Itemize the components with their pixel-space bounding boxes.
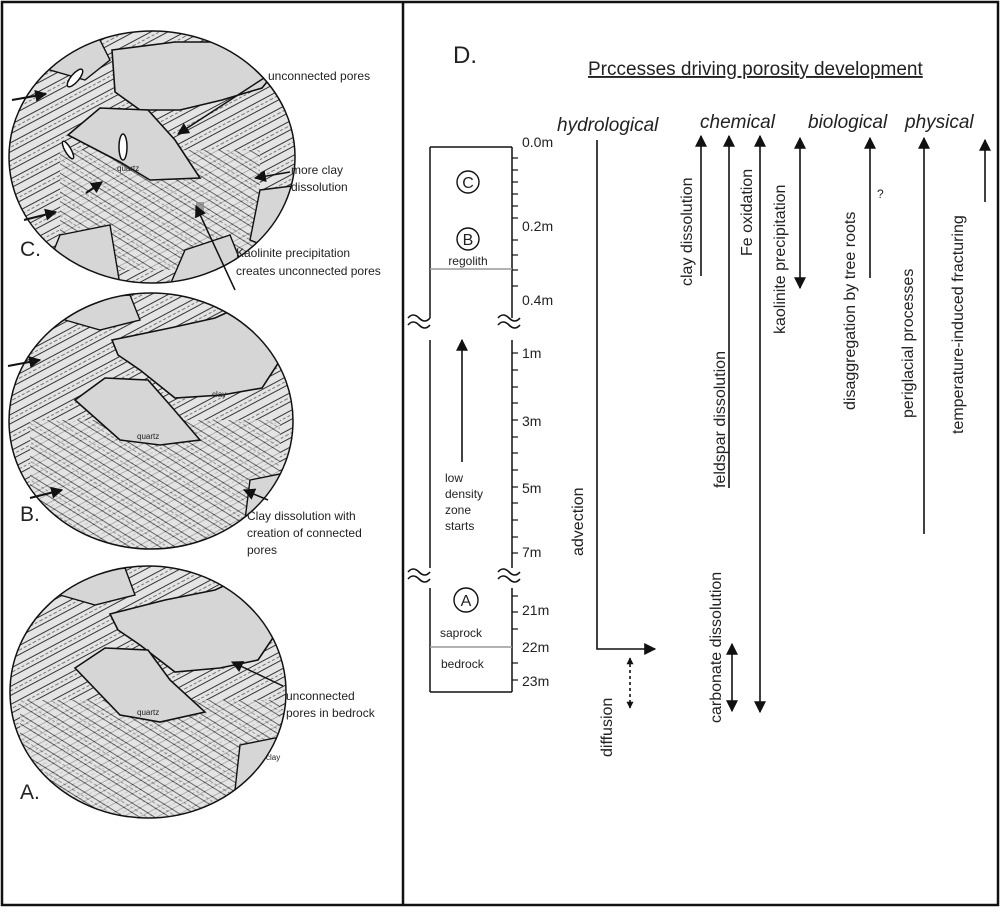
depth-column: 0.0m 0.2m 0.4m 1m 3m 5m 7m 21m 22m 23m C… [407, 134, 553, 693]
saprock-label: saprock [440, 626, 483, 640]
unconnected-bedrock-line2: pores in bedrock [286, 706, 376, 720]
clay-dissolution-line1: Clay dissolution with [247, 509, 356, 523]
panel-d: D. Prccesses driving porosity developmen… [407, 42, 991, 757]
depth-tick: 22m [522, 639, 549, 655]
low-density-line3: zone [445, 503, 471, 517]
header-physical: physical [904, 112, 974, 133]
zone-c-label: C [462, 175, 474, 192]
more-clay-line2: dissolution [291, 180, 348, 194]
zone-a-label: A [461, 593, 472, 610]
panel-d-title: Prccesses driving porosity development [588, 59, 923, 80]
clay-label-b: clay [212, 390, 226, 399]
panel-b: quartz clay Clay dissolution with creati… [7, 292, 362, 557]
low-density-line1: low [445, 471, 463, 485]
regolith-label: regolith [448, 254, 487, 268]
low-density-line2: density [445, 487, 483, 501]
clay-label-a: clay [266, 753, 280, 762]
depth-tick: 23m [522, 673, 549, 689]
depth-tick: 0.2m [522, 218, 553, 234]
panel-a-label: A. [20, 781, 40, 804]
feldspar-dissolution-label: feldspar dissolution [712, 351, 729, 488]
panel-c-label: C. [20, 238, 41, 261]
bedrock-label: bedrock [441, 657, 485, 671]
zone-b-label: B [463, 232, 474, 249]
depth-tick: 1m [522, 345, 541, 361]
kaolinite-precipitation-label: kaolinite precipitation [772, 185, 789, 334]
quartz-label-b: quartz [137, 432, 159, 441]
depth-tick: 3m [522, 413, 541, 429]
advection-arrow [596, 140, 657, 655]
depth-tick: 21m [522, 602, 549, 618]
clay-dissolution-line3: pores [247, 543, 277, 557]
kaolinite-line2: creates unconnected pores [236, 264, 381, 278]
kaolinite-line1: Kaolinite precipitation [236, 246, 350, 260]
unconnected-bedrock-line1: unconnected [286, 689, 355, 703]
header-hydrological: hydrological [557, 115, 659, 136]
more-clay-line1: more clay [291, 163, 343, 177]
fracturing-label: temperature-induced fracturing [950, 215, 967, 434]
carbonate-dissolution-label: carbonate dissolution [708, 572, 725, 723]
tree-roots-label: disaggregation by tree roots [842, 212, 859, 410]
depth-tick: 0.4m [522, 292, 553, 308]
fe-oxidation-label: Fe oxidation [739, 169, 756, 256]
advection-label: advection [570, 488, 587, 557]
panel-d-label: D. [453, 42, 477, 69]
depth-tick: 5m [522, 480, 541, 496]
clay-dissolution-label: clay dissolution [679, 178, 696, 287]
panel-a: quartz clay unconnected pores in bedrock… [9, 565, 376, 819]
quartz-label-a: quartz [137, 708, 159, 717]
clay-dissolution-line2: creation of connected [247, 526, 362, 540]
low-density-line4: starts [445, 519, 474, 533]
header-chemical: chemical [700, 112, 776, 133]
header-biological: biological [808, 112, 888, 133]
quartz-label-c: quartz [117, 164, 139, 173]
periglacial-label: periglacial processes [900, 269, 917, 418]
unconnected-pores-label-c: unconnected pores [268, 69, 370, 83]
diffusion-label: diffusion [599, 698, 616, 757]
depth-tick: 0.0m [522, 134, 553, 150]
panel-b-label: B. [20, 503, 40, 526]
tree-roots-question: ? [877, 187, 884, 201]
panel-c: quartz unconnected pores more clay disso… [8, 30, 381, 291]
depth-tick: 7m [522, 544, 541, 560]
